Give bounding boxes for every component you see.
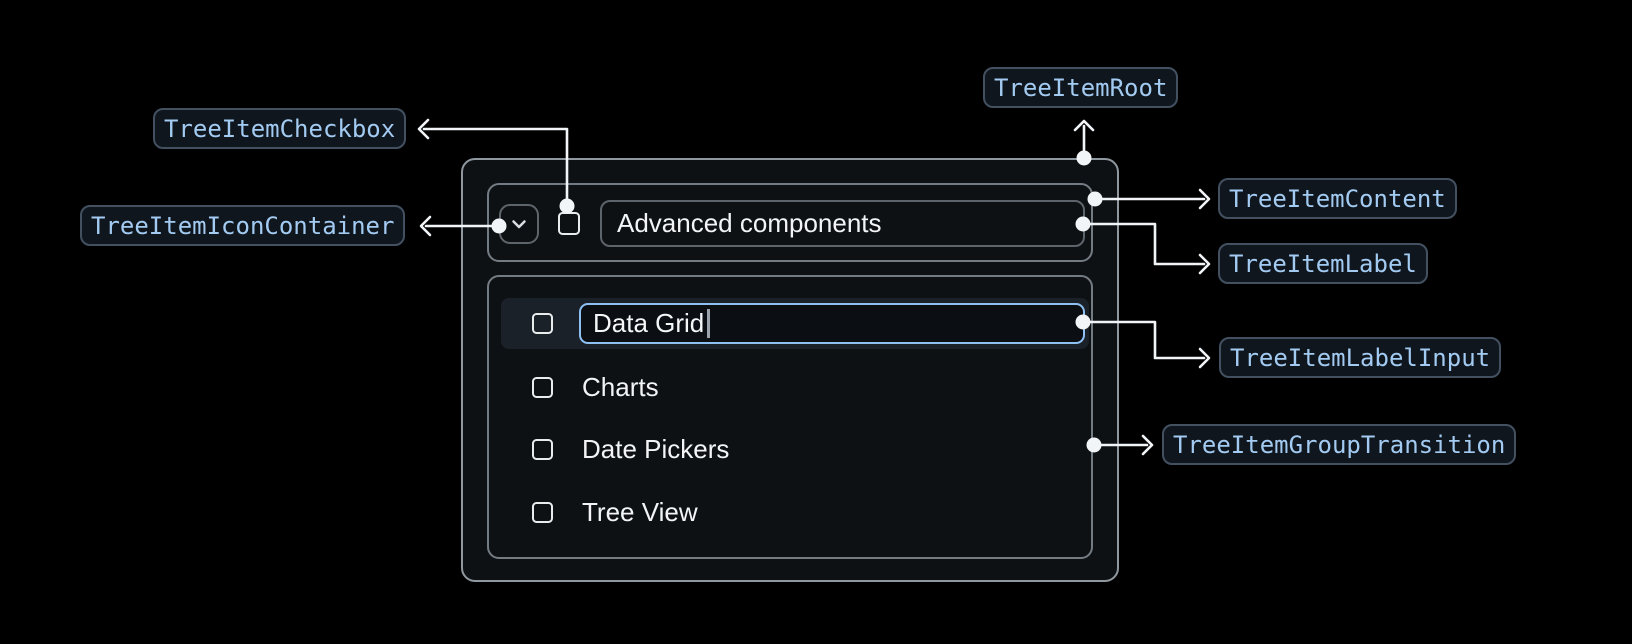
tree-item-checkbox[interactable]: [532, 501, 553, 523]
tree-item-label-text: Advanced components: [617, 208, 882, 238]
arrowhead-up-icon: [1073, 119, 1095, 132]
annotation-chip-tree-item-label: TreeItemLabel: [1218, 243, 1428, 284]
tree-row[interactable]: Tree View: [532, 492, 698, 532]
tree-item-checkbox[interactable]: [532, 438, 553, 460]
tree-item-root: Advanced components Data Grid Charts Dat…: [461, 158, 1119, 582]
tree-item-label-text: Tree View: [582, 496, 698, 527]
tree-item-checkbox[interactable]: [532, 313, 553, 334]
tree-item-label-text: Date Pickers: [582, 433, 730, 464]
annotation-chip-tree-item-group-transition: TreeItemGroupTransition: [1162, 424, 1517, 465]
arrowhead-right-icon: [1141, 434, 1154, 456]
arrowhead-right-icon: [1198, 253, 1211, 275]
arrowhead-left-icon: [417, 118, 430, 140]
annotation-chip-tree-item-root: TreeItemRoot: [983, 67, 1179, 108]
tree-row-editing[interactable]: Data Grid: [501, 298, 1089, 349]
arrowhead-left-icon: [419, 215, 432, 237]
chevron-down-icon: [512, 220, 526, 229]
tree-item-label[interactable]: Advanced components: [600, 200, 1085, 247]
label-input-value: Data Grid: [593, 308, 705, 338]
annotation-chip-tree-item-content: TreeItemContent: [1218, 178, 1457, 219]
arrowhead-right-icon: [1198, 347, 1211, 369]
tree-item-label-input[interactable]: Data Grid: [579, 303, 1085, 344]
annotation-chip-tree-item-checkbox: TreeItemCheckbox: [153, 108, 407, 149]
text-cursor: [707, 309, 710, 338]
tree-item-content[interactable]: Advanced components: [487, 183, 1093, 262]
annotation-chip-tree-item-icon-container: TreeItemIconContainer: [80, 205, 406, 246]
tree-row[interactable]: Date Pickers: [532, 429, 729, 469]
tree-item-icon-container[interactable]: [499, 204, 539, 244]
arrowhead-right-icon: [1198, 188, 1211, 210]
tree-row[interactable]: Charts: [532, 367, 659, 407]
tree-item-group-transition: Data Grid Charts Date Pickers Tree View: [487, 275, 1093, 559]
tree-item-checkbox[interactable]: [558, 212, 580, 235]
tree-item-checkbox[interactable]: [532, 376, 553, 398]
annotation-chip-tree-item-label-input: TreeItemLabelInput: [1219, 337, 1502, 378]
tree-item-label-text: Charts: [582, 371, 659, 402]
